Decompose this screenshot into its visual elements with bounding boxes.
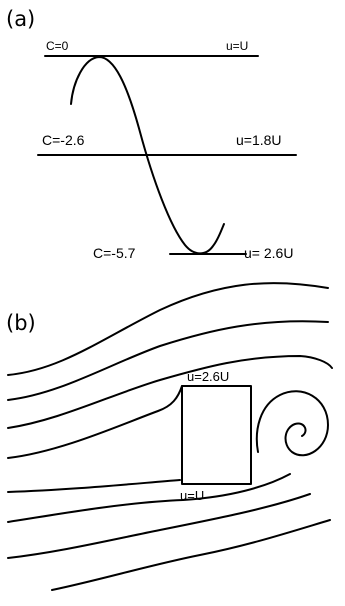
top-label: u=2.6U — [187, 369, 229, 384]
streamline-8 — [51, 519, 331, 591]
vortex-spiral — [255, 390, 329, 457]
u-label-2: u= 2.6U — [244, 245, 293, 261]
streamline-5 — [7, 479, 181, 493]
streamline-3 — [7, 355, 333, 429]
c-label-1: C=-2.6 — [42, 132, 85, 148]
obstacle-box — [181, 385, 252, 485]
panel-b: (b) u=2.6U u=U — [6, 282, 333, 591]
panel-b-label: (b) — [6, 311, 36, 335]
u-label-0: u=U — [226, 39, 248, 53]
u-label-1: u=1.8U — [236, 132, 282, 148]
panel-a-label: (a) — [6, 7, 35, 31]
streamline-1 — [7, 282, 329, 376]
streamline-7 — [7, 493, 311, 559]
streamline-2 — [7, 320, 329, 401]
c-label-2: C=-5.7 — [93, 245, 136, 261]
c-label-0: C=0 — [46, 39, 69, 53]
streamline-4 — [7, 385, 183, 459]
streamline-6 — [7, 473, 291, 523]
panel-a: (a) C=0 u=U C=-2.6 u=1.8U C=-5.7 u= 2.6U — [6, 7, 297, 261]
wave-curve — [70, 56, 225, 255]
